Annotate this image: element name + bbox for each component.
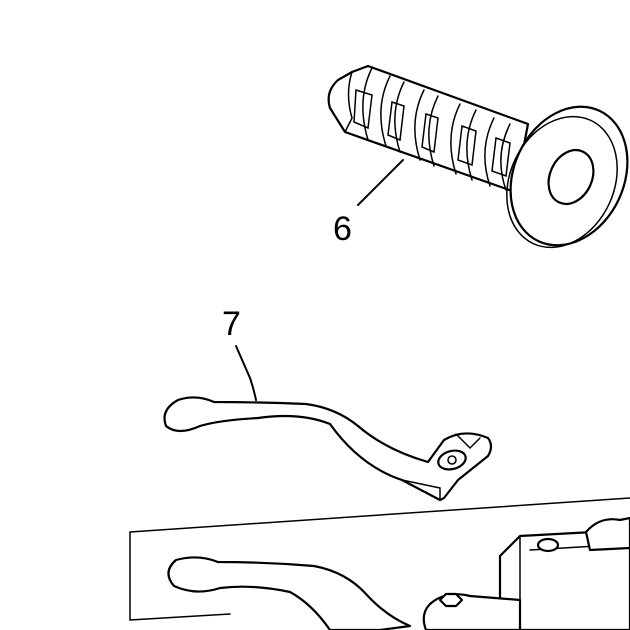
callout-6-leader [357,159,404,206]
callout-7-leader [235,345,257,401]
callout-6-label: 6 [333,210,352,248]
handlebar-grip [327,64,629,249]
lever-assembly-panel [129,497,630,630]
lever [163,396,493,502]
callout-7-label: 7 [222,305,241,343]
